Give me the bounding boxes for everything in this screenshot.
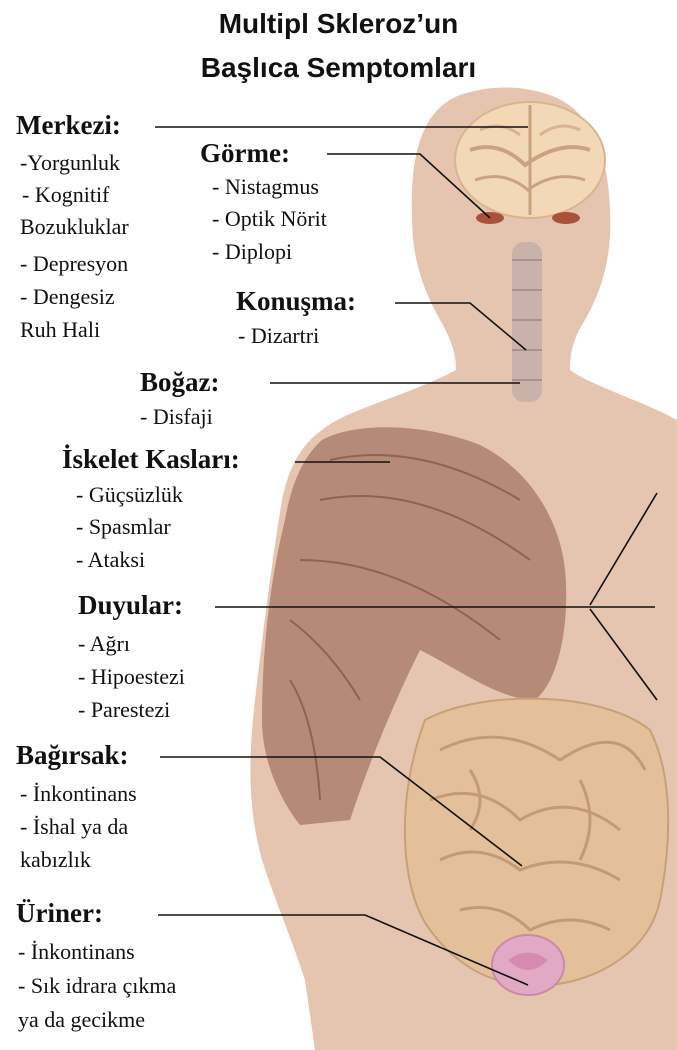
merkezi-item-2: - Kognitif: [22, 184, 109, 206]
bogaz-header: Boğaz:: [140, 367, 219, 398]
gorme-item-3: - Diplopi: [212, 241, 292, 263]
merkezi-item-1: -Yorgunluk: [20, 152, 120, 174]
bagirsak-item-1: - İnkontinans: [20, 783, 137, 805]
uriner-item-2: - Sık idrara çıkma: [18, 975, 176, 997]
iskelet-item-2: - Spasmlar: [76, 516, 171, 538]
uriner-header: Üriner:: [16, 898, 103, 929]
title-line-2: Başlıca Semptomları: [0, 52, 677, 84]
gorme-item-1: - Nistagmus: [212, 176, 319, 198]
bagirsak-header: Bağırsak:: [16, 740, 129, 771]
title-line-1: Multipl Skleroz’un: [0, 8, 677, 40]
uriner-item-3: ya da gecikme: [18, 1009, 145, 1031]
uriner-item-1: - İnkontinans: [18, 941, 135, 963]
duyular-item-1: - Ağrı: [78, 633, 130, 655]
iskelet-item-1: - Güçsüzlük: [76, 484, 183, 506]
merkezi-item-3: Bozukluklar: [20, 216, 129, 238]
gorme-item-2: - Optik Nörit: [212, 208, 327, 230]
iskelet-item-3: - Ataksi: [76, 549, 145, 571]
bagirsak-item-3: kabızlık: [20, 849, 91, 871]
konusma-item-1: - Dizartri: [238, 325, 319, 347]
right-eye: [552, 212, 580, 224]
gorme-header: Görme:: [200, 138, 290, 169]
merkezi-item-4: - Depresyon: [20, 253, 128, 275]
duyular-item-3: - Parestezi: [78, 699, 170, 721]
brain-graphic: [455, 102, 605, 218]
throat-graphic: [512, 242, 542, 402]
iskelet-header: İskelet Kasları:: [62, 444, 240, 475]
merkezi-header: Merkezi:: [16, 110, 121, 141]
duyular-header: Duyular:: [78, 590, 183, 621]
duyular-item-2: - Hipoestezi: [78, 666, 185, 688]
bagirsak-item-2: - İshal ya da: [20, 816, 128, 838]
konusma-header: Konuşma:: [236, 286, 356, 317]
merkezi-item-6: Ruh Hali: [20, 319, 100, 341]
bogaz-item-1: - Disfaji: [140, 406, 213, 428]
merkezi-item-5: - Dengesiz: [20, 286, 115, 308]
